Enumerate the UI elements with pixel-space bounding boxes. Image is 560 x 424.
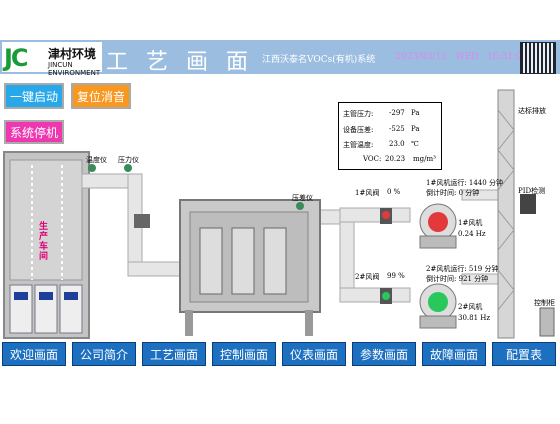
company-logo: JC 津村环境 JINCUN ENVIRONMENT	[2, 42, 102, 77]
main-pressure-label: 主管压力:	[343, 110, 374, 118]
fan2-countdown: 倒计时间: 921 分钟	[426, 275, 489, 283]
main-temp-value: 23.0	[389, 140, 405, 148]
fan2-freq: 30.81 Hz	[458, 314, 491, 322]
reset-mute-button[interactable]: 复位消音	[71, 83, 131, 109]
logo-letters: JC	[4, 44, 29, 72]
nav-instrument[interactable]: 仪表画面	[282, 342, 346, 366]
date: 2023/03/15	[395, 52, 447, 62]
diff-gauge-icon	[296, 202, 304, 210]
pid-label: PID检测	[518, 187, 546, 195]
main-temp-label: 主管温度:	[343, 141, 374, 149]
nav-parameter[interactable]: 参数画面	[352, 342, 416, 366]
main-pressure-value: -297	[389, 109, 405, 117]
time: 16:31:02	[487, 52, 528, 62]
temp-gauge-icon	[88, 164, 96, 172]
chimney	[497, 89, 515, 339]
datetime-display: 2023/03/15 WED 16:31:02	[395, 52, 528, 62]
fan2-runtime: 2#风机运行: 519 分钟	[426, 265, 499, 273]
page-title: 工艺画面	[106, 50, 267, 75]
pressure-gauge-label: 压力仪	[118, 156, 139, 164]
control-cabinet-label: 控制柜	[534, 299, 555, 307]
fan1-countdown: 倒计时间: 0 分钟	[426, 189, 480, 197]
nav-fault[interactable]: 故障画面	[422, 342, 486, 366]
valve-icon	[134, 214, 150, 228]
voc-label: VOC:	[363, 155, 382, 163]
system-subtitle: 江西沃泰名VOCs(有机)系统	[262, 55, 376, 65]
qr-code-icon	[520, 42, 556, 74]
status-panel: 主管压力: -297 Pa 设备压差: -525 Pa 主管温度: 23.0 ℃…	[338, 102, 442, 170]
main-temp-unit: ℃	[411, 140, 419, 148]
fan1-label: 1#风机	[458, 219, 483, 227]
emission-label: 达标排放	[518, 107, 546, 115]
voc-unit: mg/m³	[413, 155, 436, 163]
diff-pressure-value: -525	[389, 125, 405, 133]
logo-en: JINCUN ENVIRONMENT	[48, 61, 101, 77]
voc-value: 20.23	[385, 155, 406, 163]
logo-cn: 津村环境	[48, 47, 97, 61]
nav-config[interactable]: 配置表	[492, 342, 556, 366]
workshop-label: 生产车间	[39, 222, 49, 262]
fan2-label: 2#风机	[458, 303, 483, 311]
damper2-value: 99 %	[387, 272, 405, 280]
fan1-runtime: 1#风机运行: 1440 分钟	[426, 179, 503, 187]
pressure-gauge-icon	[124, 164, 132, 172]
damper1-label: 1#风阀	[355, 189, 380, 197]
weekday: WED	[455, 52, 479, 62]
system-stop-button[interactable]: 系统停机	[4, 120, 64, 144]
pid-device-icon	[520, 194, 536, 214]
main-pressure-unit: Pa	[411, 109, 420, 117]
nav-company[interactable]: 公司简介	[72, 342, 136, 366]
diff-gauge-label: 压差仪	[292, 194, 313, 202]
damper2-label: 2#风阀	[355, 273, 380, 281]
control-cabinet-icon	[539, 307, 555, 337]
temp-gauge-label: 温度仪	[86, 156, 107, 164]
one-key-start-button[interactable]: 一键启动	[4, 83, 64, 109]
diff-pressure-unit: Pa	[411, 125, 420, 133]
nav-control[interactable]: 控制画面	[212, 342, 276, 366]
workshop-inner	[9, 159, 83, 281]
damper1-value: 0 %	[387, 188, 401, 196]
nav-welcome[interactable]: 欢迎画面	[2, 342, 66, 366]
diff-pressure-label: 设备压差:	[343, 126, 374, 134]
fan1-freq: 0.24 Hz	[458, 230, 486, 238]
nav-process[interactable]: 工艺画面	[142, 342, 206, 366]
